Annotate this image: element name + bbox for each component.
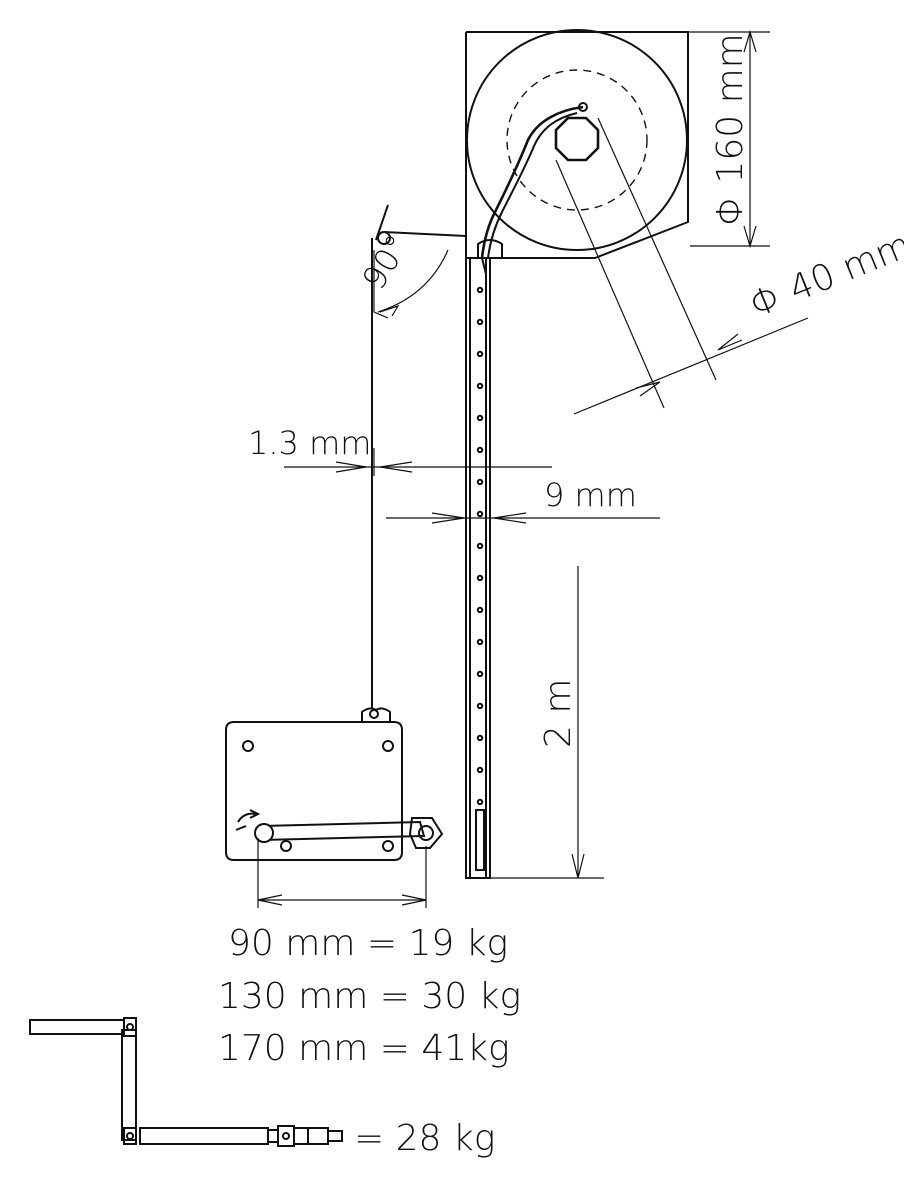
chain-link-pin — [476, 350, 484, 358]
guide-gap-label: 9 mm — [544, 476, 637, 514]
dim-roller-diameter — [688, 29, 770, 249]
crank-load-170: 170 mm = 41kg — [218, 1028, 510, 1069]
dim-crank-length — [257, 838, 427, 908]
chain-link-pin — [476, 510, 484, 518]
bottom-stop — [475, 809, 485, 871]
chain-link-pin — [476, 414, 484, 422]
hand-crank[interactable] — [29, 1017, 343, 1147]
crank-lever[interactable] — [254, 817, 444, 849]
angle-marker — [377, 249, 449, 317]
chain-link-pin — [476, 670, 484, 678]
chain-link-pin — [476, 574, 484, 582]
crank-load-90: 90 mm = 19 kg — [228, 923, 508, 964]
roller-drum — [466, 29, 688, 251]
chain-link-pin — [476, 734, 484, 742]
chain-link-pin — [476, 638, 484, 646]
chain-link-pin — [476, 478, 484, 486]
rotation-arrow-icon — [235, 809, 261, 831]
roller-box — [465, 31, 689, 259]
chain-link-pin — [476, 606, 484, 614]
winch-housing — [225, 707, 403, 861]
chain-link-pin — [476, 446, 484, 454]
strap-thickness-label: 1.3 mm — [248, 424, 371, 462]
deflection-pulley — [373, 204, 467, 319]
height-label: 2 m — [538, 679, 579, 748]
chain-link-path — [481, 257, 487, 834]
dim-height — [488, 566, 604, 879]
angle-label: 90° — [355, 228, 417, 296]
chain-link-pin — [476, 798, 484, 806]
chain-link-pin — [476, 542, 484, 550]
dim-strap-thickness — [284, 448, 552, 476]
hand-crank-load: = 28 kg — [354, 1118, 495, 1159]
chain-link-pin — [476, 702, 484, 710]
chain-on-roller — [480, 105, 584, 259]
chain-link-pin — [476, 286, 484, 294]
chain-link-pin — [476, 766, 484, 774]
dim-axle-diameter — [555, 117, 809, 415]
axle-diameter-label: Φ 40 mm — [744, 225, 904, 327]
dim-guide-gap — [386, 512, 660, 524]
roller-diameter-label: Φ 160 mm — [710, 33, 751, 226]
crank-load-130: 130 mm = 30 kg — [218, 976, 521, 1017]
chain-link-pin — [476, 382, 484, 390]
chain-in-rail — [476, 257, 487, 834]
chain-link-pin — [476, 318, 484, 326]
guide-rail — [465, 239, 503, 879]
